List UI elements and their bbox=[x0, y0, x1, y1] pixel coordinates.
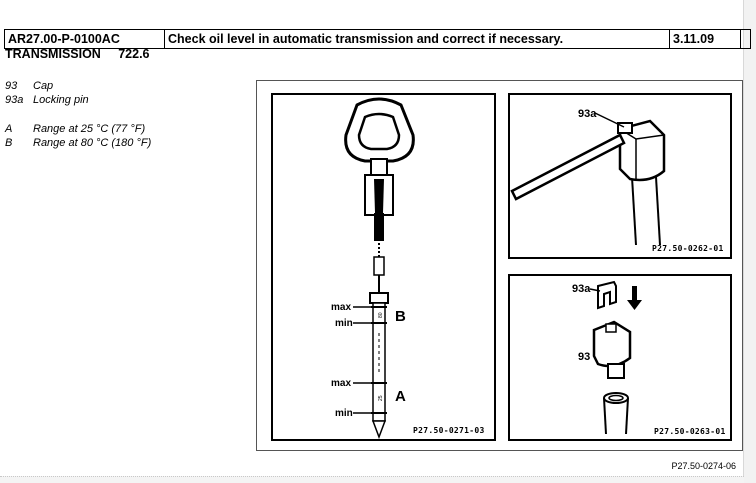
upper-min-label: min bbox=[335, 318, 353, 329]
callout-93a: 93a bbox=[578, 108, 597, 120]
legend-code: A bbox=[5, 123, 13, 135]
subtitle-model: 722.6 bbox=[118, 47, 150, 61]
legend-code: 93 bbox=[5, 80, 18, 92]
scale-80-mark: 80 bbox=[378, 312, 384, 318]
legend-text: Locking pin bbox=[33, 94, 89, 106]
lower-min-label: min bbox=[335, 408, 353, 419]
legend-code: B bbox=[5, 137, 13, 149]
left-panel-ref: P27.50-0271-03 bbox=[413, 426, 485, 435]
legend-item: B Range at 80 °C (180 °F) bbox=[5, 137, 151, 149]
legend-item: 93 Cap bbox=[5, 80, 53, 92]
legend-item: A Range at 25 °C (77 °F) bbox=[5, 123, 145, 135]
legend-code: 93a bbox=[5, 94, 24, 106]
illustration-frame: max min max min B A 80 25 P27.50-0271-03… bbox=[256, 80, 743, 451]
legend-text: Range at 80 °C (180 °F) bbox=[33, 137, 152, 149]
bottom-right-panel-ref: P27.50-0263-01 bbox=[654, 427, 726, 436]
figure-reference: P27.50-0274-06 bbox=[671, 461, 736, 471]
scale-25-mark: 25 bbox=[378, 395, 384, 401]
document-title: Check oil level in automatic transmissio… bbox=[165, 30, 670, 48]
callout-93-cap: 93 bbox=[578, 351, 590, 363]
callout-93a-pin: 93a bbox=[572, 283, 591, 295]
range-b-label: B bbox=[395, 308, 406, 325]
section-subtitle: TRANSMISSION 722.6 bbox=[5, 47, 150, 61]
header-empty-cell bbox=[741, 30, 750, 48]
document-number: AR27.00-P-0100AC bbox=[5, 30, 165, 48]
document-header: AR27.00-P-0100AC Check oil level in auto… bbox=[4, 29, 751, 49]
legend-item: 93a Locking pin bbox=[5, 94, 89, 106]
locking-pin-drawing: 93a bbox=[510, 108, 666, 246]
legend-text: Cap bbox=[33, 80, 54, 92]
document-date: 3.11.09 bbox=[670, 30, 741, 48]
dipstick-panel: max min max min B A 80 25 P27.50-0271-03 bbox=[271, 93, 496, 441]
range-a-label: A bbox=[395, 388, 406, 405]
legend-text: Range at 25 °C (77 °F) bbox=[33, 123, 146, 135]
upper-max-label: max bbox=[331, 302, 351, 313]
horizontal-scrollbar[interactable] bbox=[0, 476, 744, 483]
cap-removal-drawing: 93a 93 bbox=[572, 280, 642, 435]
locking-pin-panel: 93a P27.50-0262-01 bbox=[508, 93, 732, 259]
subtitle-label: TRANSMISSION bbox=[5, 47, 101, 61]
lower-max-label: max bbox=[331, 378, 351, 389]
vertical-scrollbar[interactable] bbox=[743, 0, 756, 483]
dipstick-drawing: max min max min B A 80 25 bbox=[331, 97, 415, 439]
cap-removal-panel: 93a 93 P27.50-0263-01 bbox=[508, 274, 732, 441]
top-right-panel-ref: P27.50-0262-01 bbox=[652, 244, 724, 253]
